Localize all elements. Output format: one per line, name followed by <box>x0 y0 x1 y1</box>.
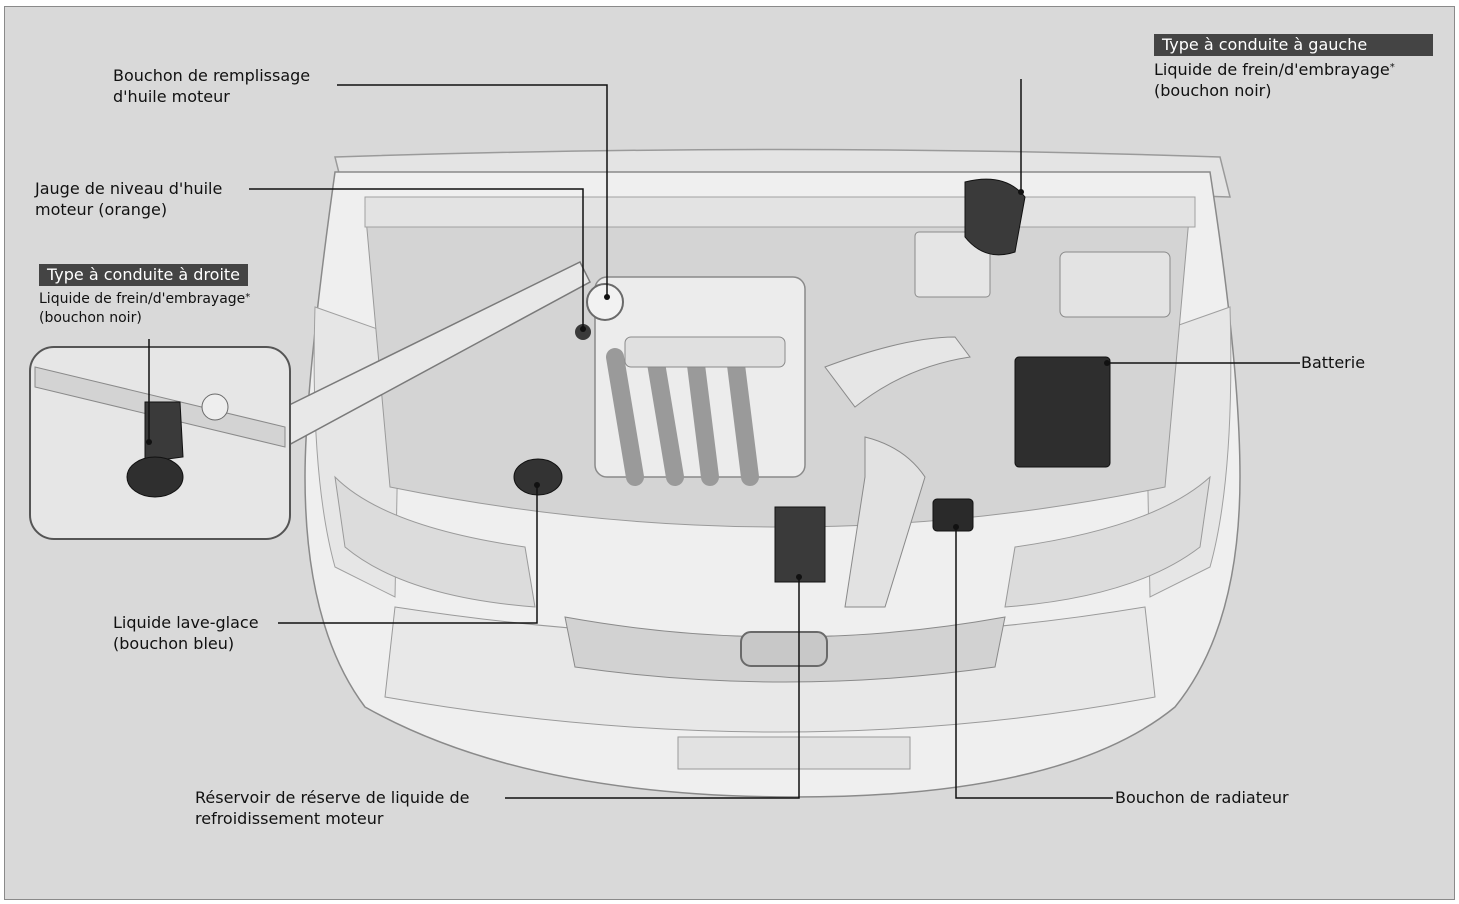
oil-filler-cap-shape <box>586 283 624 321</box>
leader-oil-cap <box>337 84 608 297</box>
rhd-brake-label-line2: (bouchon noir) <box>39 310 142 326</box>
license-plate <box>677 736 911 770</box>
radiator-cap-shape <box>932 498 974 532</box>
air-duct <box>824 336 971 408</box>
coolant-reservoir-label: Réservoir de réserve de liquide de refro… <box>195 787 469 829</box>
leader-washer <box>278 485 538 624</box>
oil-cap-label-line2: d'huile moteur <box>113 87 230 106</box>
dot-lhd-brake <box>1018 189 1024 195</box>
lhd-brake-label-line2: (bouchon noir) <box>1154 81 1272 100</box>
dot-washer <box>534 482 540 488</box>
washer-label: Liquide lave-glace (bouchon bleu) <box>113 612 259 654</box>
fuse-box <box>914 231 991 298</box>
lhd-asterisk: * <box>1389 62 1395 73</box>
engine-bay-illustration <box>29 79 1300 799</box>
washer-cap-shape <box>513 458 563 496</box>
leader-lines <box>148 79 1300 799</box>
washer-label-line1: Liquide lave-glace <box>113 613 259 632</box>
dot-rhd-brake <box>146 439 152 445</box>
radiator-cap-label: Bouchon de radiateur <box>1115 788 1289 807</box>
cowl <box>364 196 1196 228</box>
cylinder-head <box>624 336 786 368</box>
oil-cap-label-line1: Bouchon de remplissage <box>113 66 311 85</box>
dipstick-label: Jauge de niveau d'huile moteur (orange) <box>35 178 222 220</box>
leader-coolant <box>505 577 800 799</box>
inset-reservoir <box>144 401 184 463</box>
dot-battery <box>1104 360 1110 366</box>
rhd-brake-label-line1: Liquide de frein/d'embrayage <box>39 291 246 307</box>
leader-radiator <box>955 527 1113 799</box>
washer-label-line2: (bouchon bleu) <box>113 634 235 653</box>
brake-reservoir <box>964 178 1026 256</box>
leader-dipstick <box>249 188 584 329</box>
rhd-banner: Type à conduite à droite <box>39 264 249 286</box>
dot-dipstick <box>580 326 586 332</box>
dipstick-label-line2: moteur (orange) <box>35 200 168 219</box>
air-hose <box>844 436 926 608</box>
left-headlight <box>334 475 536 608</box>
dot-radiator <box>953 524 959 530</box>
oil-cap-label: Bouchon de remplissage d'huile moteur <box>113 65 310 107</box>
inset-cap <box>126 456 184 498</box>
lhd-brake-label: Liquide de frein/d'embrayage* (bouchon n… <box>1154 59 1395 101</box>
diagram-frame: Bouchon de remplissage d'huile moteur Ja… <box>4 6 1455 900</box>
coolant-label-line2: refroidissement moteur <box>195 809 384 828</box>
rhd-brake-label: Liquide de frein/d'embrayage* (bouchon n… <box>39 290 250 328</box>
dot-coolant <box>796 574 802 580</box>
intake-manifold <box>606 348 759 486</box>
coolant-reservoir-shape <box>774 506 826 583</box>
emblem <box>740 631 828 667</box>
lhd-banner: Type à conduite à gauche <box>1154 34 1433 56</box>
dipstick-label-line1: Jauge de niveau d'huile <box>35 179 223 198</box>
battery-label: Batterie <box>1301 353 1366 372</box>
right-headlight <box>1004 475 1211 608</box>
inset-bolt <box>201 393 229 421</box>
battery-shape <box>1014 356 1111 468</box>
coolant-label-line1: Réservoir de réserve de liquide de <box>195 788 470 807</box>
lhd-brake-label-line1: Liquide de frein/d'embrayage <box>1154 60 1390 79</box>
air-cleaner <box>1059 251 1171 318</box>
dot-oil-cap <box>604 294 610 300</box>
rhd-asterisk: * <box>245 292 251 303</box>
